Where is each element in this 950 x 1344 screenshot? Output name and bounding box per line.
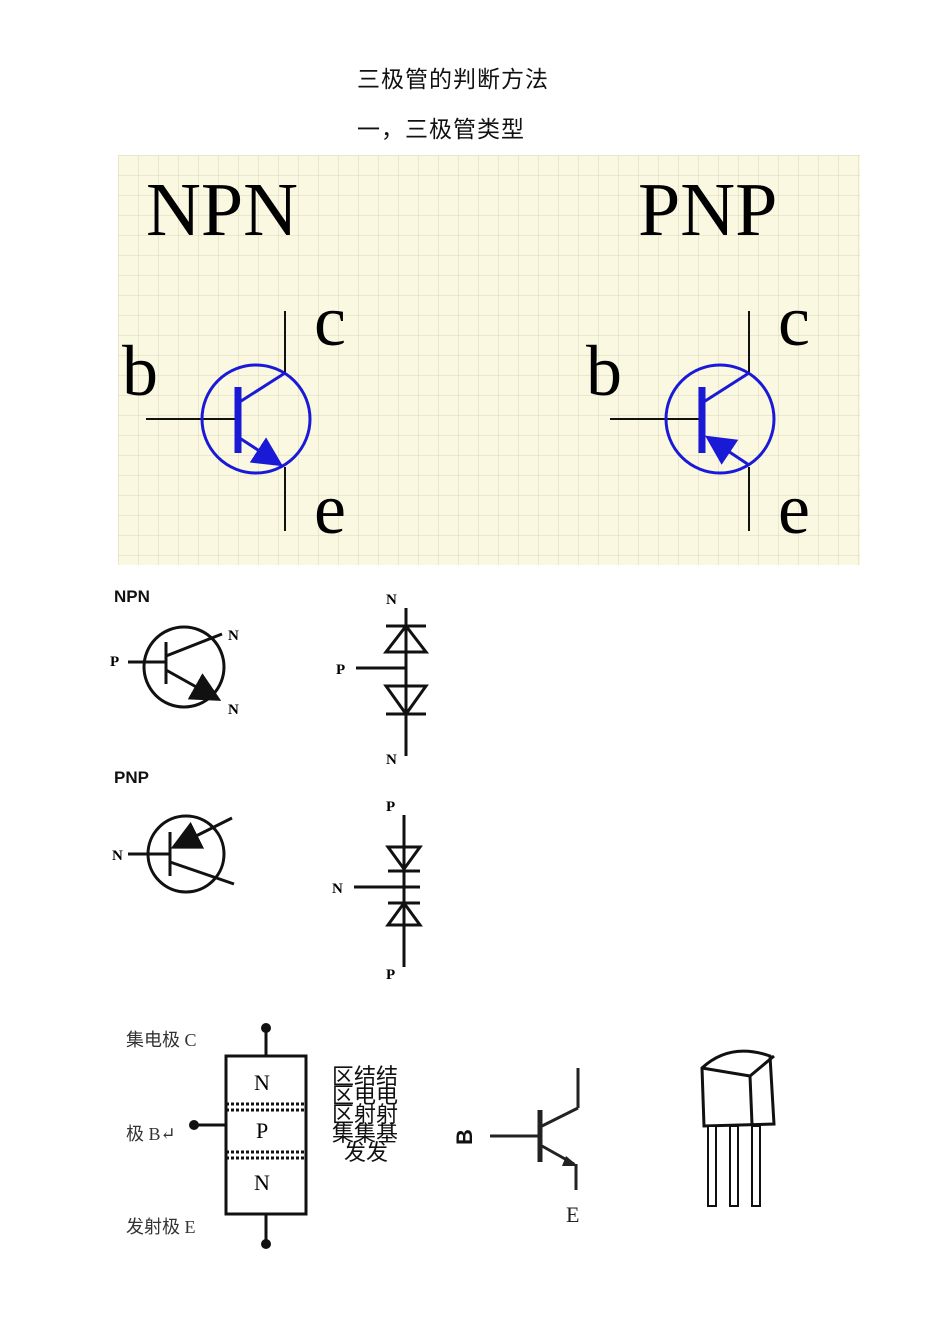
side-text-line-1: 区结结: [332, 1065, 399, 1090]
pnp-small-n: N: [112, 848, 123, 864]
pnp-section-label: PNP: [114, 768, 149, 787]
npn-small-p: P: [110, 654, 119, 670]
pnp-diode-p-top: P: [386, 799, 395, 815]
pnp-title: PNP: [638, 168, 777, 252]
layer-n-bottom: N: [254, 1170, 270, 1195]
side-text-line-2: 区电电: [332, 1084, 399, 1109]
grid-lines: [118, 155, 860, 565]
transistor-types-figure: NPN b c e PNP b c e: [118, 155, 860, 565]
npn-small-symbol: P N N: [110, 625, 239, 718]
npn-diode-p: P: [336, 662, 345, 678]
pnp-pin-c: c: [778, 281, 810, 361]
npn-pin-e: e: [314, 469, 346, 549]
base-label: 极 B↵: [126, 1124, 176, 1144]
npn-pin-b: b: [122, 331, 158, 411]
e-label: E: [566, 1202, 579, 1227]
pnp-diode-p-bottom: P: [386, 967, 395, 983]
emitter-label: 发射极 E: [126, 1217, 196, 1237]
npn-diode-equivalent: N P N: [336, 592, 430, 768]
npn-title: NPN: [146, 168, 298, 252]
pnp-pin-b: b: [586, 331, 622, 411]
section-heading: 一，三极管类型: [357, 117, 525, 143]
transistor-package-icon: [700, 1049, 776, 1207]
collector-label: 集电极 C: [126, 1030, 197, 1050]
page-title: 三极管的判断方法: [357, 67, 549, 93]
npn-small-n-top: N: [228, 628, 239, 644]
npn-small-n-bottom: N: [228, 702, 239, 718]
pnp-diode-equivalent: P N P: [332, 799, 423, 983]
b-label: B: [452, 1129, 477, 1145]
layer-p-mid: P: [256, 1118, 268, 1143]
pnp-symbol: [610, 311, 776, 531]
pnp-diode-n: N: [332, 881, 343, 897]
layer-n-top: N: [254, 1070, 270, 1095]
side-text-line-3: 区射射: [332, 1103, 399, 1128]
side-text-line-4: 集集基: [332, 1122, 399, 1147]
npn-diode-n-bottom: N: [386, 752, 397, 768]
pnp-small-symbol: N: [112, 814, 235, 894]
pnp-pin-e: e: [778, 469, 810, 549]
npn-pin-c: c: [314, 281, 346, 361]
npn-structure-figure: 集电极 C 极 B↵ 发射极 E N P N: [126, 1023, 308, 1249]
transistor-symbol-figure: E: [490, 1068, 580, 1227]
npn-symbol: [146, 311, 312, 531]
npn-section-label: NPN: [114, 587, 150, 606]
side-text-line-5: 发发: [344, 1141, 389, 1166]
structure-side-text: 区结结 区电电 区射射 集集基 发发: [332, 1065, 399, 1166]
npn-diode-n-top: N: [386, 592, 397, 608]
